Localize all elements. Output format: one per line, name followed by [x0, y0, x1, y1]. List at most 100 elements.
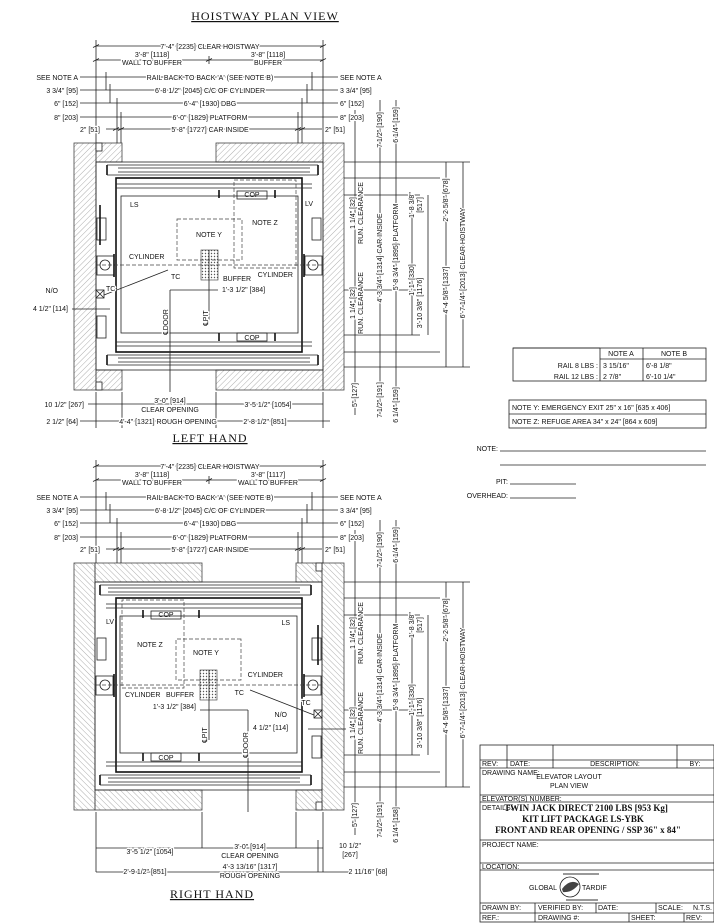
rail-label: RAIL 8 LBS :: [558, 363, 598, 370]
cylinder-right: CYLINDER: [258, 272, 293, 279]
d-517b: [517]: [417, 617, 424, 633]
car-inside: 5'-8" [1727] CAR INSIDE: [171, 127, 249, 134]
right-span: 3'-8" [1118]: [251, 52, 285, 59]
lv: LV: [305, 201, 313, 208]
car-right: 2" [51]: [325, 547, 345, 554]
plat-right: 8" [203]: [340, 535, 364, 542]
clear-hoistway: 6'-7 1/4" [2013] CLEAR HOISTWAY: [460, 627, 467, 738]
cyl-left: 3 3/4" [95]: [46, 88, 78, 95]
logo-left: GLOBAL: [529, 885, 557, 892]
buffer: BUFFER: [223, 276, 251, 283]
left-span-label: WALL TO BUFFER: [122, 60, 182, 67]
details-label: DETAILS:: [482, 805, 513, 812]
ls: LS: [281, 620, 290, 627]
by: BY:: [690, 761, 701, 768]
dbg-right: 6" [152]: [340, 521, 364, 528]
rail-btb: RAIL BACK TO BACK 'A' (SEE NOTE B): [147, 495, 274, 502]
cylinder-left: CYLINDER: [129, 254, 164, 261]
note-a-right: SEE NOTE A: [340, 75, 382, 82]
bot-b: 7 1/2" [191]: [377, 382, 384, 418]
cylinder-right: CYLINDER: [248, 672, 283, 679]
d-330: 1'-1" [330]: [409, 684, 416, 716]
cl-pit: ℄PIT: [202, 727, 209, 744]
logo-right: TARDIF: [582, 885, 607, 892]
d-330: 1'-1" [330]: [409, 264, 416, 296]
note-y: NOTE Y: EMERGENCY EXIT 25" x 16" [635 x …: [512, 405, 670, 412]
dbg-left: 6" [152]: [54, 101, 78, 108]
d-517a: 1'-8 3/8": [409, 192, 416, 218]
right-span-label: BUFFER: [254, 60, 282, 67]
ls: LS: [130, 202, 139, 209]
car-left: 2" [51]: [80, 127, 100, 134]
right-span: 3'-8" [1117]: [251, 472, 285, 479]
run-bottom-label: RUN. CLEARANCE: [358, 692, 365, 754]
platform: 5'-8 3/4" [1895] PLATFORM: [393, 624, 400, 711]
note-y: NOTE Y: [196, 232, 222, 239]
dbg-right: 6" [152]: [340, 101, 364, 108]
top-a: 7 1/2" [190]: [377, 532, 384, 568]
verified-by: VERIFIED BY:: [538, 905, 583, 912]
global-tardif-logo: [559, 873, 599, 901]
clear-hoistway-dim: 7'-4" [2235] CLEAR HOISTWAY: [160, 464, 259, 471]
cyl-left: 3 3/4" [95]: [46, 508, 78, 515]
scale: SCALE:: [658, 905, 683, 912]
right-span-label: WALL TO BUFFER: [238, 480, 298, 487]
no: N/O: [275, 712, 288, 719]
drawing-name-label: DRAWING NAME:: [482, 770, 540, 777]
tc-1: TC: [171, 274, 180, 281]
right-rough: 2 11/16" [68]: [349, 869, 388, 876]
car-inside: 4'-3 3/4" [1314] CAR INSIDE: [377, 633, 384, 722]
note-z: NOTE Z: [137, 642, 163, 649]
note-a-value: 2 7/8": [603, 374, 622, 381]
left-wall: 3'-5 1/2" [1054]: [126, 849, 173, 856]
clear-hoistway: 6'-7 1/4" [2013] CLEAR HOISTWAY: [460, 207, 467, 318]
car-left: 2" [51]: [80, 547, 100, 554]
cl-door: ℄DOOR: [243, 732, 250, 759]
bot-c: 6 1/4" [158]: [393, 807, 400, 843]
cop-top: COP: [158, 612, 174, 619]
no-offset: 4 1/2" [114]: [253, 725, 288, 732]
dimension-line: [92, 44, 327, 131]
run-top-label: RUN. CLEARANCE: [358, 602, 365, 664]
cyl-cc: 6'-8 1/2" [2045] C/C OF CYLINDER: [155, 508, 265, 515]
cop-bottom: COP: [158, 755, 174, 762]
platform: 5'-8 3/4" [1895] PLATFORM: [393, 204, 400, 291]
left-rough: 2'-9 1/2" [851]: [123, 869, 166, 876]
details-3: FRONT AND REAR OPENING / SSP 36" x 84": [495, 825, 681, 835]
elevator-number: ELEVATOR(S) NUMBER:: [482, 796, 562, 803]
top-b: 6 1/4" [159]: [393, 527, 400, 563]
title-block: [479, 744, 714, 923]
cop-top: COP: [244, 192, 260, 199]
left-span: 3'-8" [1118]: [135, 52, 169, 59]
drawing-name-1: ELEVATOR LAYOUT: [536, 774, 602, 781]
sheet: SHEET:: [631, 915, 656, 922]
plat-left: 8" [203]: [54, 115, 78, 122]
note-b-value: 6'-8 1/8": [646, 363, 672, 370]
right-hand-label: RIGHT HAND: [170, 887, 254, 901]
d-517b: [517]: [417, 197, 424, 213]
notes-table: [512, 347, 707, 382]
note-a-right: SEE NOTE A: [340, 495, 382, 502]
dimension-line: [354, 100, 464, 415]
ref: REF.:: [482, 915, 499, 922]
tc-2: TC: [301, 700, 310, 707]
cl-door: ℄DOOR: [163, 309, 170, 336]
pit-offset: 1'-3 1/2" [384]: [222, 287, 265, 294]
dbg: 6'-4" [1930] DBG: [184, 101, 236, 108]
tc-2: TC: [106, 286, 115, 293]
description: DESCRIPTION:: [590, 761, 640, 768]
dimension-line: [105, 72, 313, 143]
dbg: 6'-4" [1930] DBG: [184, 521, 236, 528]
left-span: 3'-8" [1118]: [135, 472, 169, 479]
drawing-no: DRAWING #:: [538, 915, 579, 922]
project-name: PROJECT NAME:: [482, 842, 539, 849]
right-wall-b: [267]: [342, 852, 358, 859]
cl-pit: ℄PIT: [203, 310, 210, 327]
no-offset: 4 1/2" [114]: [33, 306, 68, 313]
left-rough: 2 1/2" [64]: [46, 419, 78, 426]
cyl-cc: 6'-8 1/2" [2045] C/C OF CYLINDER: [155, 88, 265, 95]
top-b: 6 1/4" [159]: [393, 107, 400, 143]
details-1: TWIN JACK DIRECT 2100 LBS [953 Kg]: [504, 803, 668, 813]
clear-hoistway-dim: 7'-4" [2235] CLEAR HOISTWAY: [160, 44, 259, 51]
